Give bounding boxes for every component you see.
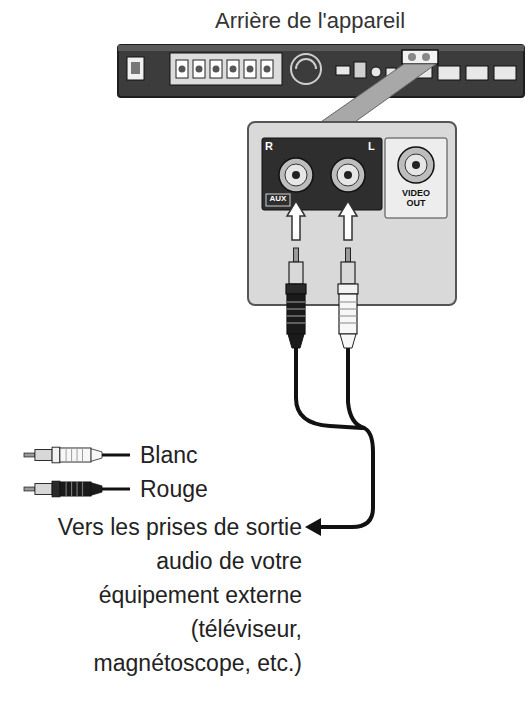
target-note: Vers les prises de sortie audio de votre… (40, 510, 302, 680)
arrow-head (305, 518, 321, 536)
zoom-leader (318, 64, 436, 124)
rca-jack-l (331, 158, 365, 192)
legend-text: Rouge (140, 475, 208, 503)
rca-jack-r (279, 158, 313, 192)
legend-white-plug (24, 447, 102, 463)
port-label: AUX (266, 195, 290, 204)
jack-label: VIDEO OUT (393, 189, 439, 209)
port-label: R (265, 140, 279, 152)
panel-title: Arrière de l'appareil (150, 8, 470, 34)
unit-rear-panel (118, 45, 524, 97)
legend-red-plug (24, 481, 102, 497)
audio-cable (296, 348, 373, 527)
legend-text: Blanc (140, 441, 198, 469)
port-label: L (368, 140, 380, 152)
video-jack (398, 147, 434, 183)
